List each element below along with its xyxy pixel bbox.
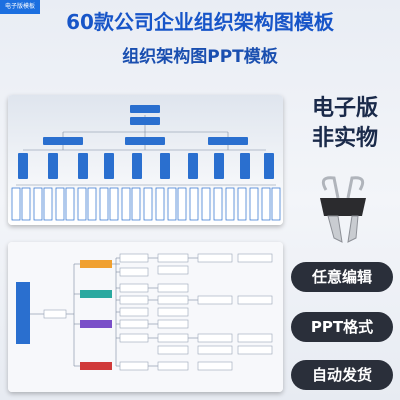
- org-chart-tree-diagram: [8, 95, 283, 225]
- page-subtitle: 组织架构图PPT模板: [122, 47, 278, 67]
- side-heading-non-physical: 非实物: [311, 126, 378, 151]
- org-chart-horizontal-diagram: [8, 242, 283, 392]
- corner-ribbon: 电子版模板: [0, 0, 40, 14]
- feature-ppt-format: PPT格式: [291, 312, 393, 342]
- org-chart-preview-1: [8, 95, 283, 225]
- page-title: 60款公司企业组织架构图模板: [66, 10, 334, 34]
- feature-editable: 任意编辑: [291, 262, 393, 292]
- feature-auto-delivery: 自动发货: [291, 360, 393, 390]
- binder-clip-icon: [320, 176, 366, 243]
- side-heading-electronic: 电子版: [311, 96, 378, 121]
- org-chart-preview-2: [8, 242, 283, 392]
